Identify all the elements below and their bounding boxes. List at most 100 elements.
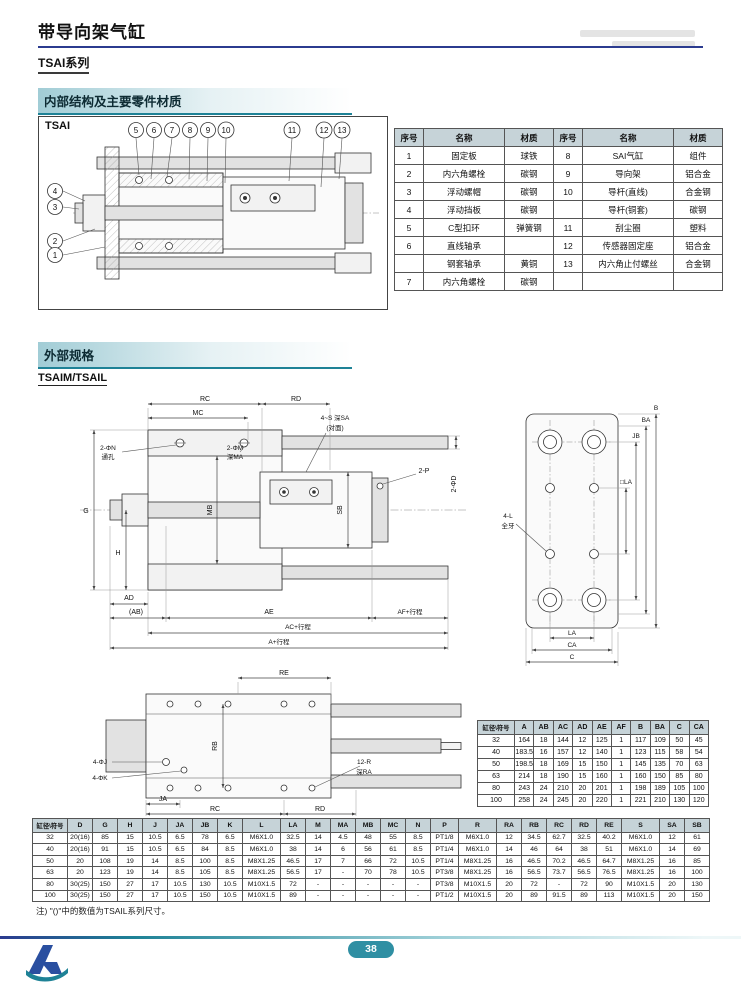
table-cell: 72 xyxy=(380,854,406,868)
table-cell: 12 xyxy=(496,831,522,845)
table-cell: 10.5 xyxy=(217,889,243,903)
table-cell: 4.5 xyxy=(330,831,356,845)
column-header: AF xyxy=(610,720,632,735)
table-cell: 85 xyxy=(92,831,118,845)
table-cell: 14 xyxy=(659,843,685,856)
table-cell: 20 xyxy=(659,877,685,891)
table-cell: 198.5 xyxy=(513,758,535,771)
row-header-cell: 1 xyxy=(394,146,424,165)
table-cell: 15 xyxy=(572,770,593,783)
table-cell: M10X1.5 xyxy=(458,889,497,903)
dim-label-af-stroke: AF+行程 xyxy=(397,607,423,616)
table-cell: 89 xyxy=(521,889,547,903)
table-cell: 18 xyxy=(533,734,554,747)
table-cell: M6X1.0 xyxy=(242,831,281,845)
table-cell: 30(25) xyxy=(67,889,93,903)
table-cell: 20 xyxy=(67,854,93,868)
table-cell: 56.5 xyxy=(521,866,547,879)
table-cell: 201 xyxy=(591,782,612,795)
table-cell: 46.5 xyxy=(571,854,597,868)
table-cell: 1 xyxy=(610,734,632,747)
dim-label-c: C xyxy=(570,654,575,661)
company-logo xyxy=(26,945,68,982)
column-header: A xyxy=(513,720,535,735)
table-cell: 157 xyxy=(552,746,574,759)
table-cell: 30(25) xyxy=(67,877,93,891)
table-cell: 76.5 xyxy=(596,866,622,879)
table-cell: - xyxy=(305,877,331,891)
dim-label-ac-stroke: AC+行程 xyxy=(285,622,311,631)
row-header-cell: 63 xyxy=(477,770,515,783)
table-cell: PT1/8 xyxy=(430,831,459,845)
table-cell: 14 xyxy=(142,854,168,868)
table-cell: 113 xyxy=(596,889,622,903)
table-cell: 64 xyxy=(546,843,572,856)
table-cell: 78 xyxy=(192,831,218,845)
table-cell: 16 xyxy=(496,854,522,868)
table-cell: 钢套轴承 xyxy=(423,254,505,273)
drawing-series-label: TSAI xyxy=(45,120,71,132)
column-header: 名称 xyxy=(582,128,674,147)
table-cell: M8X1.25 xyxy=(621,866,660,879)
table-cell: 183.5 xyxy=(513,746,535,759)
table-cell: 10.5 xyxy=(405,866,431,879)
table-cell: 63 xyxy=(688,758,710,771)
table-cell: 1 xyxy=(610,782,632,795)
table-cell: 刮尘圈 xyxy=(582,218,674,237)
row-header-cell: 7 xyxy=(394,272,424,291)
table-cell: 10.5 xyxy=(405,854,431,868)
table-cell: 62.7 xyxy=(546,831,572,845)
table-cell: 13 xyxy=(553,254,583,273)
table-cell: 46 xyxy=(521,843,547,856)
table-cell: - xyxy=(546,877,572,891)
column-header: MA xyxy=(330,818,356,833)
table-cell: 32.5 xyxy=(280,831,306,845)
dim-label-rc: RC xyxy=(200,396,210,403)
table-cell: PT3/8 xyxy=(430,877,459,891)
table-cell: 51 xyxy=(596,843,622,856)
table-cell xyxy=(553,272,583,291)
column-header: 缸径\符号 xyxy=(477,720,515,735)
table-cell: 17 xyxy=(142,877,168,891)
table-cell: PT1/2 xyxy=(430,889,459,903)
column-header: 缸径\符号 xyxy=(32,818,68,833)
table-cell: 11 xyxy=(553,218,583,237)
table-cell: 123 xyxy=(630,746,651,759)
dim-label-12r-note: 深RA xyxy=(356,767,372,776)
row-header-cell: 50 xyxy=(477,758,515,771)
callout-number: 8 xyxy=(188,126,193,135)
column-header: N xyxy=(405,818,431,833)
row-header-cell: 32 xyxy=(32,831,68,845)
table-cell: - xyxy=(405,889,431,903)
table-cell: 12 xyxy=(572,746,593,759)
column-header: RC xyxy=(546,818,572,833)
logo-a-stroke xyxy=(28,945,53,974)
page-number: 38 xyxy=(348,941,394,958)
table-cell: 190 xyxy=(552,770,574,783)
table-cell: M8X1.25 xyxy=(621,854,660,868)
table-cell: 24 xyxy=(533,782,554,795)
table-cell: 合金钢 xyxy=(673,254,723,273)
table-cell: 浮动挡板 xyxy=(423,200,505,219)
callout-number: 13 xyxy=(338,126,347,135)
table-cell: 8.5 xyxy=(405,831,431,845)
table-cell: M6X1.0 xyxy=(621,843,660,856)
table-cell: 91.5 xyxy=(546,889,572,903)
table-cell: 20 xyxy=(496,889,522,903)
row-header-cell: 3 xyxy=(394,182,424,201)
table-cell: 120 xyxy=(688,794,710,807)
table-cell: 10 xyxy=(553,182,583,201)
column-header: RA xyxy=(496,818,522,833)
table-cell: 14 xyxy=(305,831,331,845)
table-cell: 78 xyxy=(380,866,406,879)
table-cell: M10X1.5 xyxy=(242,889,281,903)
